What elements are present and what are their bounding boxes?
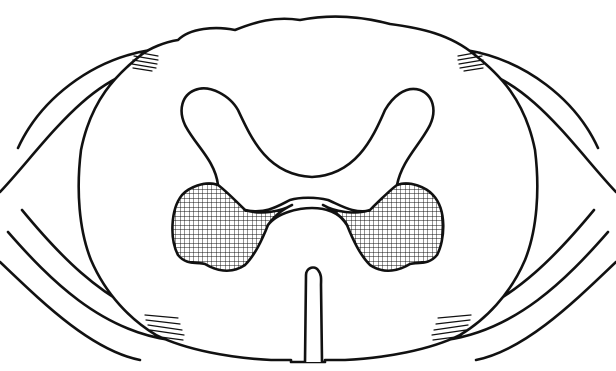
anterior-median-fissure (305, 268, 322, 362)
